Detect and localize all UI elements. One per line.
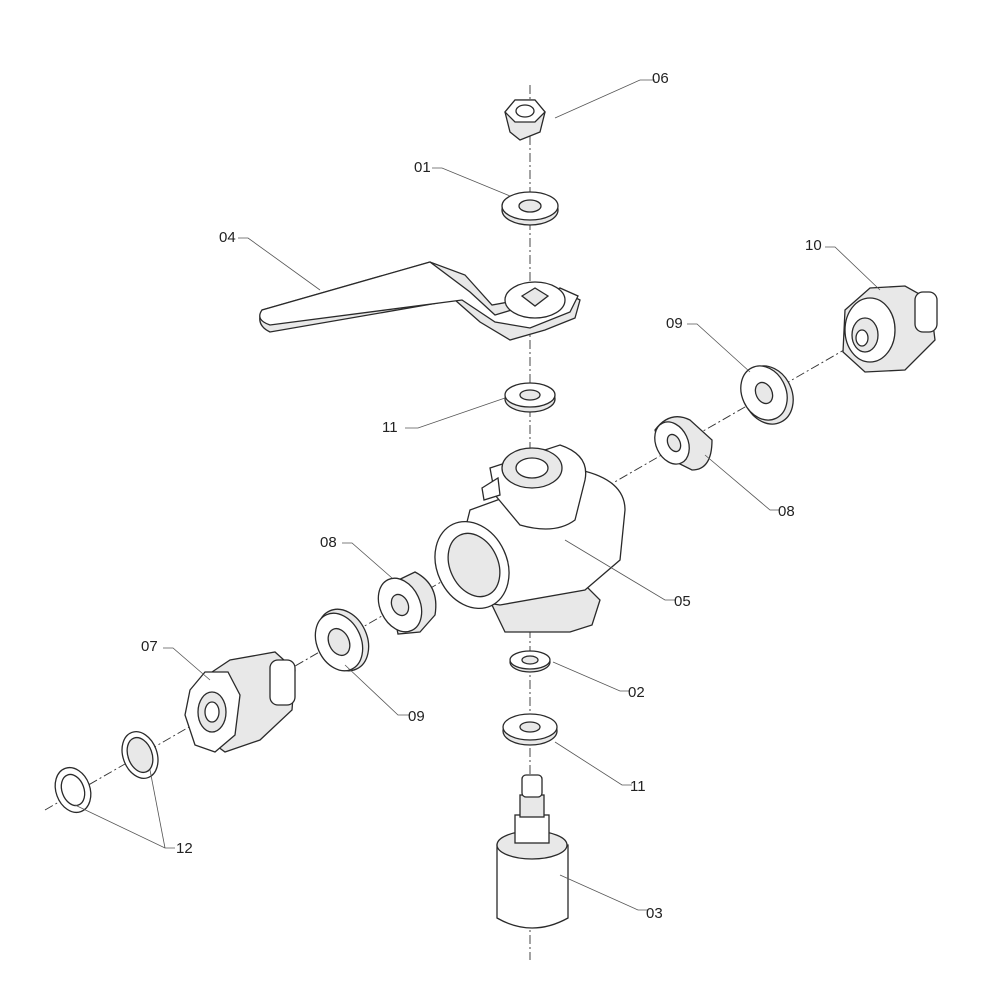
lever-handle	[259, 261, 581, 341]
label-01-washer: 01	[414, 159, 431, 176]
top-washer	[501, 191, 559, 226]
label-09-washer-left: 09	[408, 708, 425, 725]
label-06-nut: 06	[652, 70, 669, 87]
label-04-lever: 04	[219, 229, 236, 246]
bottom-washer	[502, 713, 558, 746]
label-12-rings: 12	[176, 840, 193, 857]
bottom-small-washer	[509, 650, 551, 673]
label-11-washer-bottom: 11	[630, 778, 646, 795]
left-seat	[377, 571, 437, 635]
label-07-fitting: 07	[141, 638, 158, 655]
label-02-washer: 02	[628, 684, 645, 701]
left-washer	[314, 608, 370, 672]
left-fitting	[184, 651, 296, 753]
label-08-seat-right: 08	[778, 503, 795, 520]
diagonal-axis-line	[44, 334, 871, 811]
label-10-fitting: 10	[805, 237, 822, 254]
valve-body	[434, 444, 626, 633]
right-washer	[740, 365, 794, 425]
right-seat	[654, 416, 713, 471]
label-03-stem: 03	[646, 905, 663, 922]
label-05-body: 05	[674, 593, 691, 610]
o-ring-pair	[54, 731, 159, 814]
label-09-washer-right: 09	[666, 315, 683, 332]
leader-lines	[74, 79, 881, 911]
label-11-washer-mid: 11	[382, 419, 398, 436]
label-08-seat-left: 08	[320, 534, 337, 551]
hex-nut	[504, 99, 546, 141]
valve-stem	[496, 774, 569, 929]
right-fitting	[842, 285, 938, 373]
mid-washer	[504, 382, 556, 413]
